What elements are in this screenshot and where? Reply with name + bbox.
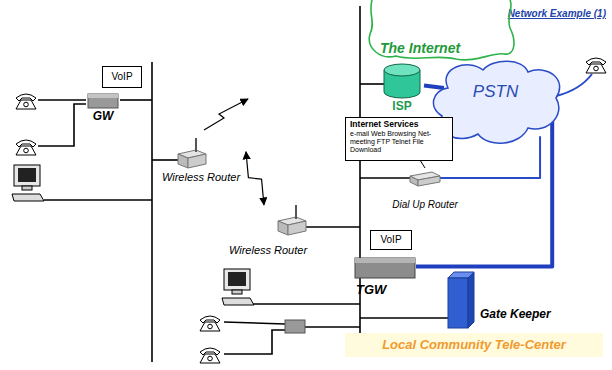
node-label: ISP xyxy=(392,100,411,114)
telephone xyxy=(200,348,220,363)
gw-link xyxy=(120,99,152,101)
voip-callout: VoIP xyxy=(102,66,142,88)
link-line xyxy=(438,136,540,178)
dialup-router: Dial Up Router xyxy=(388,168,462,210)
phone-wire xyxy=(224,322,285,324)
node-label: VoIP xyxy=(380,234,401,246)
wireless-link xyxy=(246,152,264,205)
gateway-device xyxy=(285,320,305,333)
link-line xyxy=(424,85,444,88)
telephone xyxy=(16,94,36,109)
wireless-signal xyxy=(204,99,248,130)
node-label: GW xyxy=(93,110,114,124)
gateway-device: GW xyxy=(86,92,120,124)
node-label: Local Community Tele-Center xyxy=(382,338,566,353)
telephone xyxy=(200,316,220,331)
pc-link xyxy=(252,303,360,305)
node-label: PSTN xyxy=(473,82,518,102)
node-label: VoIP xyxy=(111,71,132,83)
computer xyxy=(222,269,254,305)
node-label: TGW xyxy=(356,283,386,298)
pc-link xyxy=(44,199,152,201)
node-label: Internet Services xyxy=(350,120,419,130)
tele-center-band: Local Community Tele-Center xyxy=(345,333,603,357)
phone-wire xyxy=(38,104,86,146)
node-label: Gate Keeper xyxy=(480,308,551,322)
internet-cloud: The Internet xyxy=(366,0,516,62)
phone-wire xyxy=(38,99,86,101)
left-bus xyxy=(151,62,153,362)
telephone xyxy=(16,140,36,155)
dialup-link xyxy=(360,177,410,179)
router-link xyxy=(306,226,360,228)
diagram-title: Network Example (1) xyxy=(508,8,606,20)
voip-callout: VoIP xyxy=(370,230,412,250)
computer xyxy=(12,165,44,201)
isp-server: ISP xyxy=(380,62,424,114)
wireless-router: Wireless Router xyxy=(156,138,246,184)
router-link xyxy=(152,159,180,161)
isp-link xyxy=(360,83,384,85)
wireless-router: Wireless Router xyxy=(228,205,309,257)
node-body: e-mail Web Browsing Net-meeting FTP Teln… xyxy=(350,130,449,154)
gatekeeper-server: Gate Keeper xyxy=(446,272,566,328)
gatekeeper-link xyxy=(360,317,450,319)
link-line xyxy=(421,161,425,168)
services-callout: Internet Servicese-mail Web Browsing Net… xyxy=(345,117,453,161)
node-label: Dial Up Router xyxy=(392,199,458,211)
node-label: Wireless Router xyxy=(229,244,307,257)
trunk-gateway: TGW xyxy=(354,256,416,298)
phone-wire xyxy=(224,330,285,354)
node-label: Wireless Router xyxy=(162,171,240,184)
telephone xyxy=(586,58,606,73)
node-label: The Internet xyxy=(380,40,460,56)
gw-box-link xyxy=(305,326,360,328)
phone-wire xyxy=(556,74,592,96)
